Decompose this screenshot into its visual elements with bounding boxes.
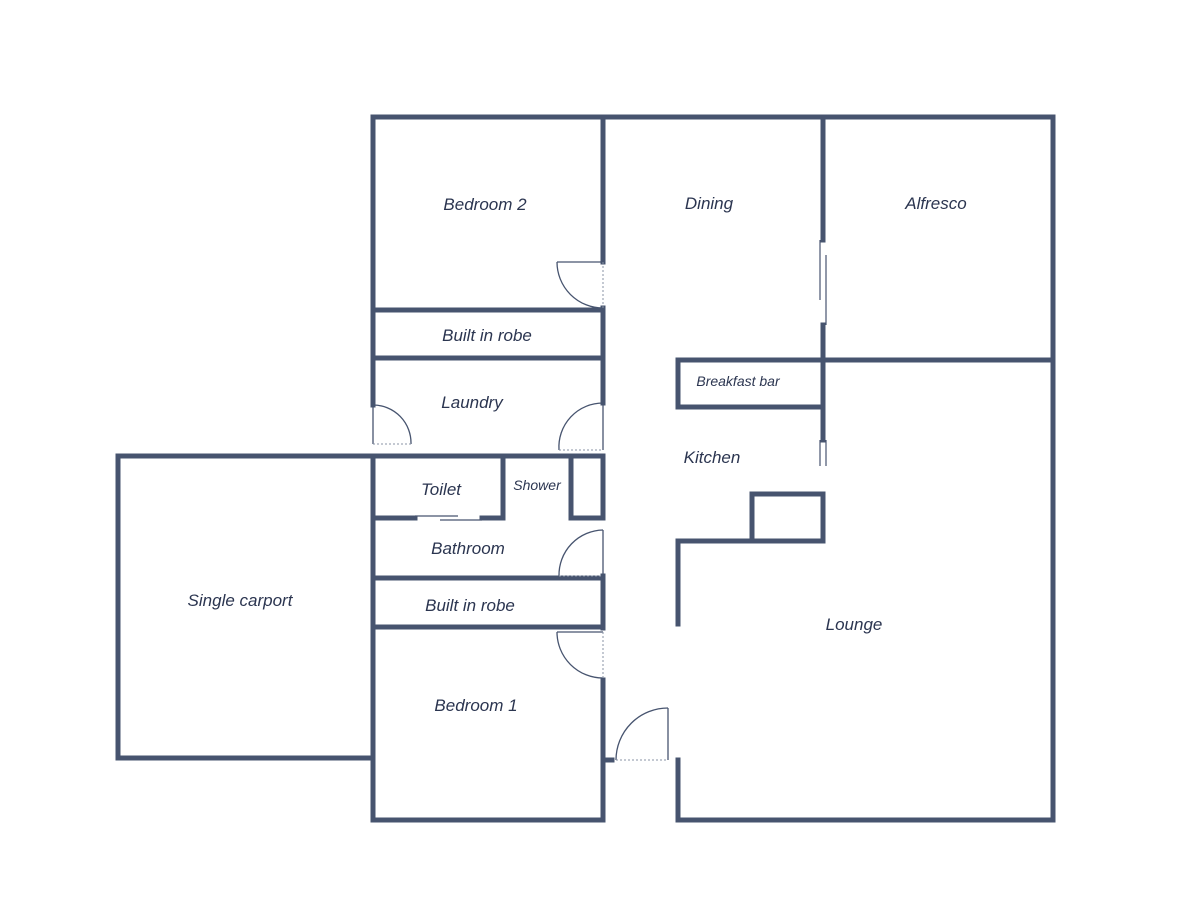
label-laundry: Laundry: [441, 393, 504, 412]
label-lounge: Lounge: [826, 615, 883, 634]
label-single-carport: Single carport: [188, 591, 294, 610]
label-dining: Dining: [685, 194, 734, 213]
label-bedroom-1: Bedroom 1: [434, 696, 517, 715]
door-laundry-arc: [558, 402, 604, 451]
door-bedroom2-arc: [556, 261, 604, 309]
label-shower: Shower: [513, 477, 562, 493]
room-labels: Bedroom 2 Dining Alfresco Built in robe …: [188, 194, 967, 715]
label-built-in-robe-lower: Built in robe: [425, 596, 515, 615]
label-bedroom-2: Bedroom 2: [443, 195, 527, 214]
door-laundry-ext-arc: [372, 404, 412, 445]
label-toilet: Toilet: [421, 480, 462, 499]
door-entry-arc: [615, 707, 669, 761]
label-alfresco: Alfresco: [904, 194, 966, 213]
label-breakfast-bar: Breakfast bar: [696, 373, 781, 389]
label-bathroom: Bathroom: [431, 539, 505, 558]
label-built-in-robe-upper: Built in robe: [442, 326, 532, 345]
door-bathroom-arc: [558, 529, 604, 577]
door-bedroom1-arc: [556, 631, 604, 679]
doors: [372, 240, 827, 761]
label-kitchen: Kitchen: [684, 448, 741, 467]
walls: [115, 114, 1056, 823]
